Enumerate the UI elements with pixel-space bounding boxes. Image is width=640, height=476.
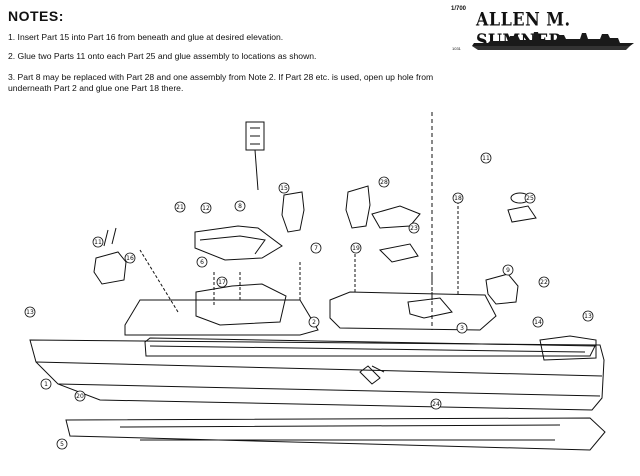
part-callout-circle: [480, 152, 492, 164]
part-callout-label: 23: [410, 225, 418, 232]
aft-deck-part-6: [329, 291, 497, 331]
part-callout-circle: [278, 182, 290, 194]
part-callout-label: 17: [218, 279, 226, 286]
part-callout-label: 12: [202, 205, 210, 212]
aft-funnel: [345, 185, 371, 229]
superstructure-part-17: [195, 283, 287, 326]
part-callout-label: 1: [44, 381, 48, 388]
hull-waterline: [35, 361, 603, 377]
part-callout-label: 20: [76, 393, 84, 400]
brand-code: 1031: [452, 46, 461, 51]
part-callout-circle: [40, 378, 52, 390]
part-callout-circle: [56, 438, 68, 450]
note-3: 3. Part 8 may be replaced with Part 28 a…: [8, 72, 434, 93]
main-deck-part-3: [144, 337, 596, 357]
part-callout-circle: [196, 256, 208, 268]
part-callout-circle: [452, 192, 464, 204]
part-callout-circle: [216, 276, 228, 288]
part-callout-circle: [234, 200, 246, 212]
part-callout-label: 21: [176, 204, 184, 211]
stern-house-part-14: [539, 335, 597, 361]
part-callout-label: 13: [26, 309, 34, 316]
forward-funnel-part-15: [281, 191, 305, 233]
part-callout-label: 15: [280, 185, 288, 192]
part-callout-circle: [174, 201, 186, 213]
part-callout-circle: [524, 192, 536, 204]
platform-part-25: [507, 205, 537, 223]
part-callout-label: 6: [200, 259, 204, 266]
part-callout-label: 18: [454, 195, 462, 202]
part-callout-label: 8: [238, 203, 242, 210]
part-callout-label: 7: [314, 245, 318, 252]
part-callout-label: 16: [126, 255, 134, 262]
part-callout-label: 22: [540, 279, 548, 286]
ship-silhouette-icon: [472, 32, 634, 50]
part-callout-label: 9: [506, 267, 510, 274]
part-callout-label: 11: [94, 239, 102, 246]
note-1: 1. Insert Part 15 into Part 16 from bene…: [8, 32, 284, 42]
aft-gun-mount: [485, 273, 519, 305]
part-callout-circle: [310, 242, 322, 254]
hull-bottom-line: [57, 383, 601, 397]
part-callout-label: 19: [352, 245, 360, 252]
part-callout-circle: [408, 222, 420, 234]
part-callout-circle: [582, 310, 594, 322]
part-callout-circle: [92, 236, 104, 248]
part-callout-circle: [74, 390, 86, 402]
part-callout-circle: [124, 252, 136, 264]
forward-deck-part-2: [124, 299, 319, 336]
radar-part-13: [245, 121, 265, 151]
torpedo-mount-part-23: [371, 205, 421, 229]
part-callout-circle: [538, 276, 550, 288]
bridge-part-12: [194, 225, 283, 261]
part-callout-circle: [350, 242, 362, 254]
waterline-plate-part-5: [65, 417, 606, 451]
gun-mount-part-16: [93, 251, 127, 285]
part-callout-circle: [430, 398, 442, 410]
part-callout-label: 25: [526, 195, 534, 202]
part-callout-circle: [532, 316, 544, 328]
part-callout-circle: [200, 202, 212, 214]
part-callout-circle: [378, 176, 390, 188]
part-callout-circle: [24, 306, 36, 318]
part-callout-label: 24: [432, 401, 440, 408]
part-callout-circle: [456, 322, 468, 334]
part-callout-label: 14: [534, 319, 542, 326]
part-callout-label: 5: [60, 441, 64, 448]
note-2: 2. Glue two Parts 11 onto each Part 25 a…: [8, 51, 317, 61]
notes-title: NOTES:: [8, 8, 64, 24]
part-callout-label: 2: [312, 319, 316, 326]
part-callout-circle: [502, 264, 514, 276]
part-callout-circle: [308, 316, 320, 328]
part-callout-label: 13: [584, 313, 592, 320]
part-callout-label: 3: [460, 325, 464, 332]
part-callout-label: 28: [380, 179, 388, 186]
hull-part-1: [29, 339, 605, 411]
part-callout-label: 11: [482, 155, 490, 162]
scale-label: 1/700: [451, 6, 467, 12]
